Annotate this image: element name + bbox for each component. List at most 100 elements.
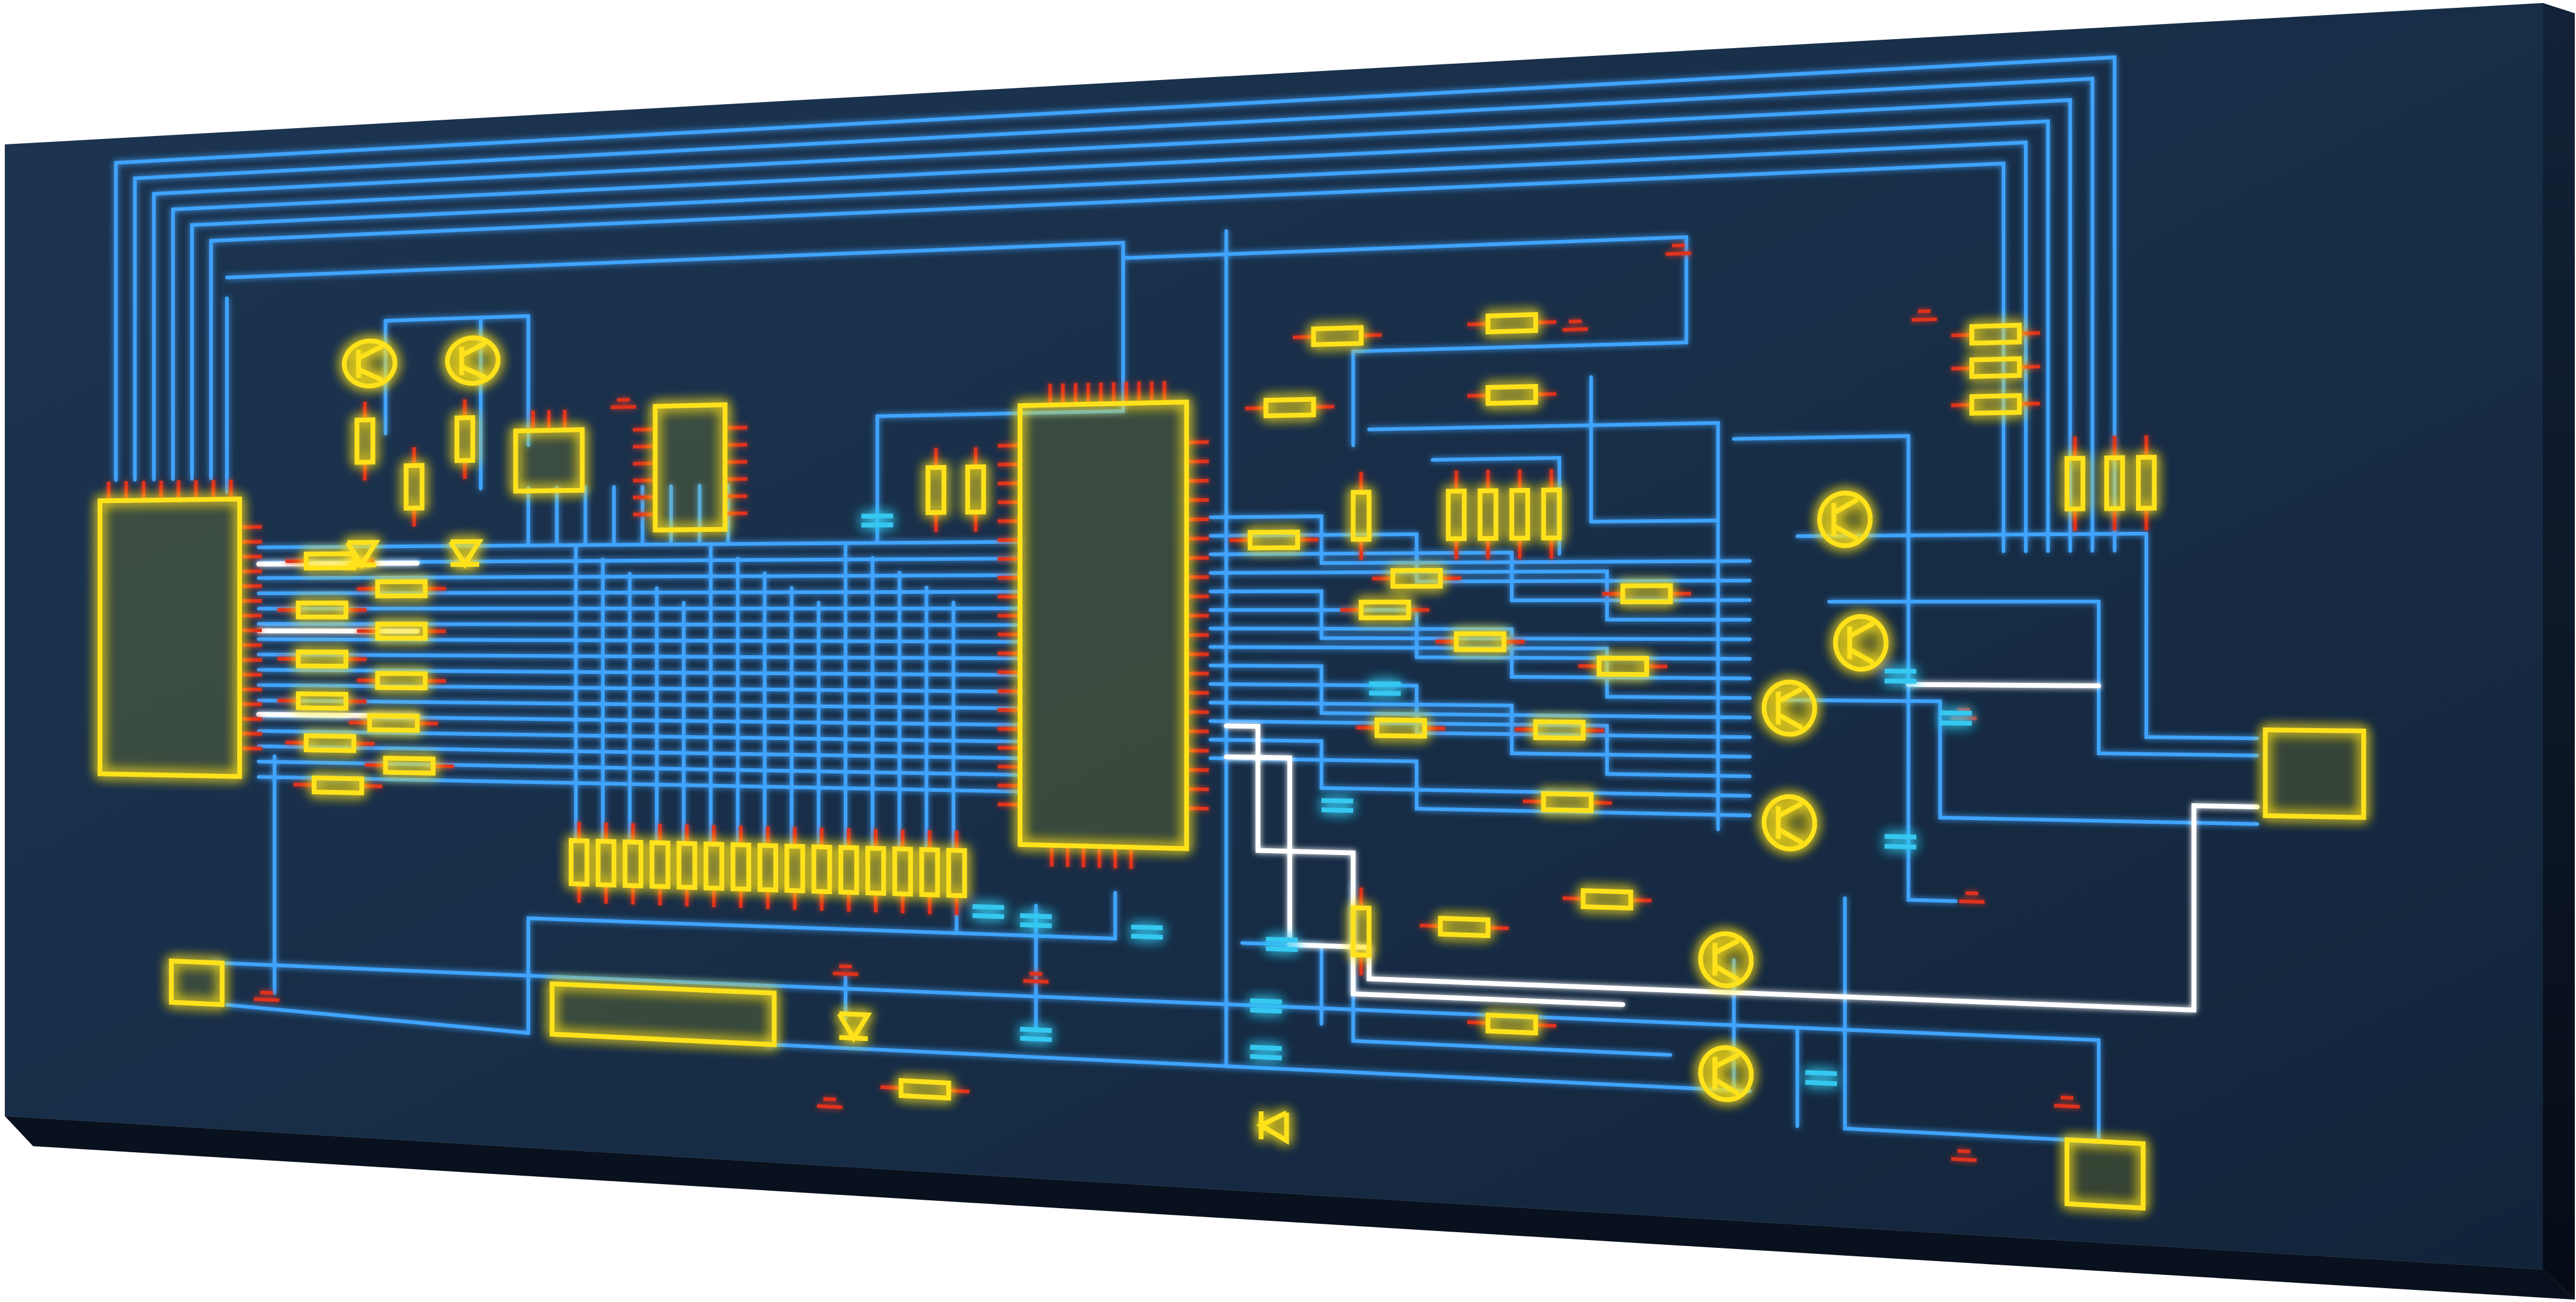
pin: [949, 1088, 970, 1094]
capacitor: [1249, 1054, 1282, 1061]
pin: [1186, 440, 1209, 445]
ground-symbol: [1665, 251, 1691, 256]
highlight-trace: [1224, 723, 1626, 1007]
bus-trace: [190, 140, 2028, 554]
pin: [1562, 896, 1584, 901]
pin: [433, 764, 454, 768]
resistor-left-bank: [296, 649, 348, 669]
ground-rail: [209, 960, 2101, 1144]
transistor-emitter: [1714, 1078, 1740, 1096]
mcu-trace: [1827, 599, 2259, 757]
transistor-emitter: [1714, 963, 1740, 982]
pin: [1293, 335, 1314, 339]
resistor: [403, 463, 425, 511]
transistor-collector: [1848, 621, 1875, 639]
transistor: [341, 338, 398, 389]
highlight-trace: [1224, 754, 2260, 1013]
ground-symbol: [1029, 972, 1042, 976]
transistor: [1761, 794, 1818, 852]
data-trace: [256, 668, 1022, 677]
pin: [997, 462, 1020, 467]
resistor: [925, 464, 947, 515]
pin: [1630, 898, 1652, 902]
resistor: [1438, 916, 1491, 939]
ground-symbol: [839, 964, 852, 969]
pin: [725, 477, 748, 481]
pin: [997, 802, 1020, 807]
capacitor: [1249, 998, 1282, 1005]
resistor: [1248, 529, 1300, 551]
resistor-left-bank: [367, 713, 420, 733]
capacitor: [1940, 710, 1972, 716]
resistor: [1374, 717, 1427, 739]
resistor: [1969, 356, 2022, 379]
ground-symbol: [1568, 319, 1582, 324]
capacitor: [972, 904, 1005, 910]
mcu-trace: [1732, 434, 1958, 903]
power-rail: [225, 890, 1117, 1035]
panel-side-edge: [2543, 3, 2575, 1300]
bus-trace: [171, 119, 2050, 553]
resistor-left-bank: [296, 600, 348, 620]
capacitor: [1131, 933, 1163, 940]
pin: [1535, 1023, 1556, 1028]
pin: [1523, 799, 1544, 804]
capacitor: [1020, 913, 1052, 919]
mcu-trace: [1209, 514, 1752, 565]
resistor: [1541, 791, 1594, 813]
bus-trace: [114, 55, 2117, 553]
resistor: [1351, 905, 1372, 958]
pin: [725, 494, 748, 498]
pin: [633, 444, 655, 449]
resistor: [899, 1078, 952, 1101]
pin: [2019, 331, 2040, 336]
pin: [417, 721, 438, 726]
transistor-collector: [1832, 497, 1859, 515]
transistor-emitter: [1777, 712, 1804, 730]
circuit-schematic: [98, 55, 2367, 1211]
highlight-trace: [256, 561, 420, 567]
resistor: [1541, 487, 1562, 541]
ground-symbol: [1951, 1157, 1977, 1162]
resistor-array: [919, 847, 940, 898]
capacitor: [1805, 1079, 1838, 1087]
resistor-array-bottom: [550, 981, 777, 1047]
ground-symbol: [1671, 243, 1685, 248]
resistor: [355, 417, 376, 465]
pin: [1186, 498, 1209, 502]
pin: [1245, 406, 1266, 410]
resistor: [1969, 322, 2022, 346]
diode: [448, 538, 484, 569]
pin: [725, 460, 748, 464]
resistor-left-bank: [375, 579, 428, 599]
ground-symbol: [1957, 1149, 1971, 1153]
transistor: [1698, 931, 1754, 989]
ic-small-top-1: [513, 427, 585, 494]
pin: [1951, 366, 1972, 371]
mcu-trace: [1209, 608, 1752, 661]
module-bottom-right: [2064, 1137, 2146, 1211]
resistor-array: [946, 848, 967, 898]
transistor-emitter: [1848, 647, 1875, 665]
data-trace: [256, 637, 1022, 644]
capacitor: [1884, 834, 1916, 840]
mcu-trace: [1795, 531, 2259, 741]
mcu-trace: [1779, 698, 2259, 826]
resistor-array: [838, 845, 859, 895]
mcu-trace: [1589, 375, 1720, 524]
panel-bottom-edge: [5, 1116, 2575, 1300]
capacitor: [1249, 1044, 1282, 1051]
pin: [1186, 806, 1209, 811]
resistor-array: [595, 838, 617, 888]
resistor: [965, 464, 986, 515]
diode-bar: [839, 1035, 868, 1041]
resistor: [1620, 583, 1673, 605]
transistor-emitter: [358, 367, 383, 383]
resistor-array: [649, 840, 670, 889]
transistor-collector: [1777, 801, 1804, 818]
resistor: [454, 415, 475, 463]
ground-symbol: [1918, 309, 1931, 313]
circuit-components: [98, 312, 2367, 1211]
ground-symbol: [2054, 1103, 2080, 1109]
